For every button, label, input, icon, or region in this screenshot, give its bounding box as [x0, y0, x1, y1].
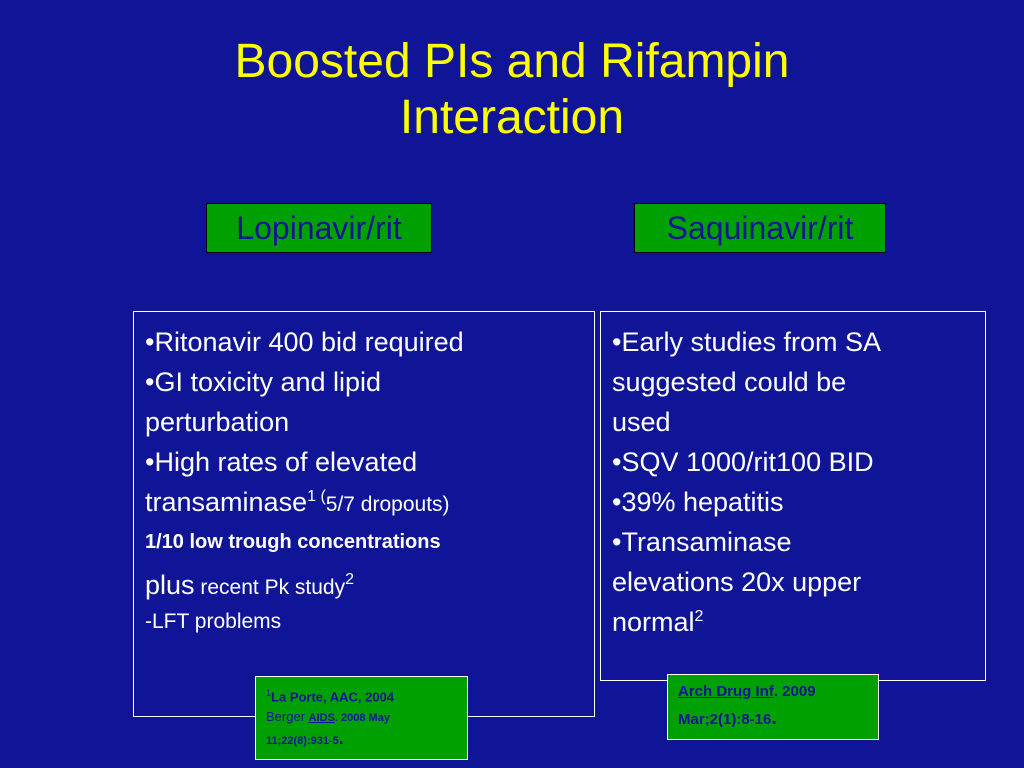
right-bullet-2: •SQV 1000/rit100 BID — [612, 447, 874, 477]
slide-title: Boosted PIs and Rifampin Interaction — [0, 34, 1024, 146]
right-ref-line-1: Arch Drug Inf. 2009 — [678, 679, 868, 705]
saquinavir-notes-box: •Early studies from SA suggested could b… — [600, 311, 986, 681]
left-bullet-3-cont: transaminase1 (5/7 dropouts) — [145, 482, 594, 525]
aids-journal-link[interactable]: AIDS — [308, 712, 335, 725]
lopinavir-tag: Lopinavir/rit — [206, 203, 432, 253]
transaminase-text: transaminase — [145, 487, 308, 517]
right-ref-dot: . — [771, 707, 777, 729]
left-ref-sup: 1 — [266, 688, 272, 698]
left-ref-date: . 2008 May — [334, 712, 390, 725]
title-line-1: Boosted PIs and Rifampin — [234, 35, 790, 88]
pk-study-text: recent Pk study — [194, 576, 346, 599]
normal-text: normal — [612, 607, 695, 637]
footnote-2-marker: 2 — [345, 571, 355, 588]
left-ref-pages: 11;22(8):931-5 — [266, 735, 339, 748]
footnote-1-marker: 1 — [307, 488, 316, 505]
left-bullet-2: •GI toxicity and lipid — [145, 367, 382, 397]
left-ref-line-1: 1La Porte, AAC, 2004 — [266, 683, 457, 707]
left-ref-dot: . — [338, 728, 344, 749]
right-bullet-1: •Early studies from SA — [612, 327, 882, 357]
left-bullet-3: •High rates of elevated — [145, 447, 418, 477]
title-line-2: Interaction — [399, 91, 625, 144]
trough-concentrations-line: 1/10 low trough concentrations — [145, 531, 441, 553]
right-bullet-1-cont: suggested could be — [612, 367, 847, 397]
dropouts-text: 5/7 dropouts) — [325, 493, 450, 516]
right-bullet-4-cont-2: normal2 — [612, 602, 985, 642]
right-bullet-4-cont: elevations 20x upper — [612, 567, 862, 597]
left-bullet-1: •Ritonavir 400 bid required — [145, 327, 464, 357]
saquinavir-tag: Saquinavir/rit — [634, 203, 886, 253]
left-bullet-2-cont: perturbation — [145, 407, 290, 437]
left-ref-line-2: Berger AIDS. 2008 May — [266, 707, 457, 728]
left-ref-author: Berger — [266, 709, 309, 725]
lopinavir-notes-box: •Ritonavir 400 bid required •GI toxicity… — [133, 311, 595, 717]
plus-text: plus — [145, 570, 195, 600]
lft-problems-line: -LFT problems — [145, 610, 282, 633]
right-bullet-1-cont-2: used — [612, 407, 671, 437]
right-ref-year: . 2009 — [773, 683, 816, 700]
left-reference-box: 1La Porte, AAC, 2004 Berger AIDS. 2008 M… — [255, 676, 468, 760]
right-ref-line-2: Mar;2(1):8-16. — [678, 705, 868, 733]
right-bullet-4: •Transaminase — [612, 527, 792, 557]
right-ref-pages: Mar;2(1):8-16 — [678, 711, 772, 728]
left-ref-citation-1: La Porte, AAC, 2004 — [271, 689, 395, 705]
paren-marker: ( — [316, 488, 326, 505]
right-reference-box: Arch Drug Inf. 2009 Mar;2(1):8-16. — [667, 674, 879, 740]
footnote-2-marker-right: 2 — [694, 608, 704, 625]
left-ref-line-3: 11;22(8):931-5. — [266, 728, 457, 751]
right-bullet-3: •39% hepatitis — [612, 487, 784, 517]
pk-study-line: plus recent Pk study2 — [145, 565, 594, 608]
arch-drug-inf-link[interactable]: Arch Drug Inf — [678, 683, 774, 700]
